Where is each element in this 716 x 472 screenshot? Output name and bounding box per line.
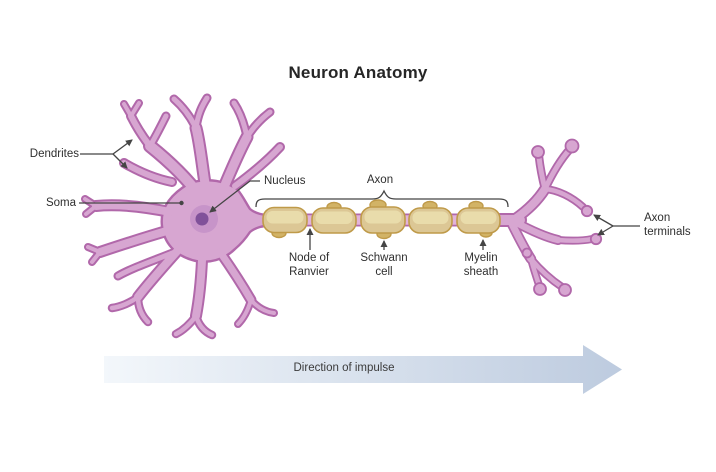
label-myelin-sheath: Myelin sheath (463, 252, 499, 278)
label-schwann-cell: Schwann cell (360, 252, 408, 278)
terminal-bulbs (521, 138, 603, 297)
diagram-title: Neuron Anatomy (288, 63, 428, 82)
dendrites-leader (80, 139, 133, 169)
label-axon: Axon (366, 174, 394, 186)
label-dendrites: Dendrites (29, 148, 79, 160)
myelin-highlights (266, 210, 497, 224)
nucleus-leader (209, 180, 260, 213)
label-axon-terminals: Axon terminals (644, 212, 691, 238)
label-node-of-ranvier: Node of Ranvier (288, 252, 330, 278)
label-direction-of-impulse: Direction of impulse (293, 362, 395, 374)
myelin-segments (262, 206, 501, 234)
label-soma: Soma (45, 197, 76, 209)
axon-terminals-leader (593, 214, 640, 236)
label-nucleus: Nucleus (264, 175, 306, 187)
soma-leader (79, 200, 184, 206)
neuron-fill-layer (83, 95, 283, 338)
impulse-arrow (104, 345, 622, 394)
axon-bracket (255, 189, 509, 208)
